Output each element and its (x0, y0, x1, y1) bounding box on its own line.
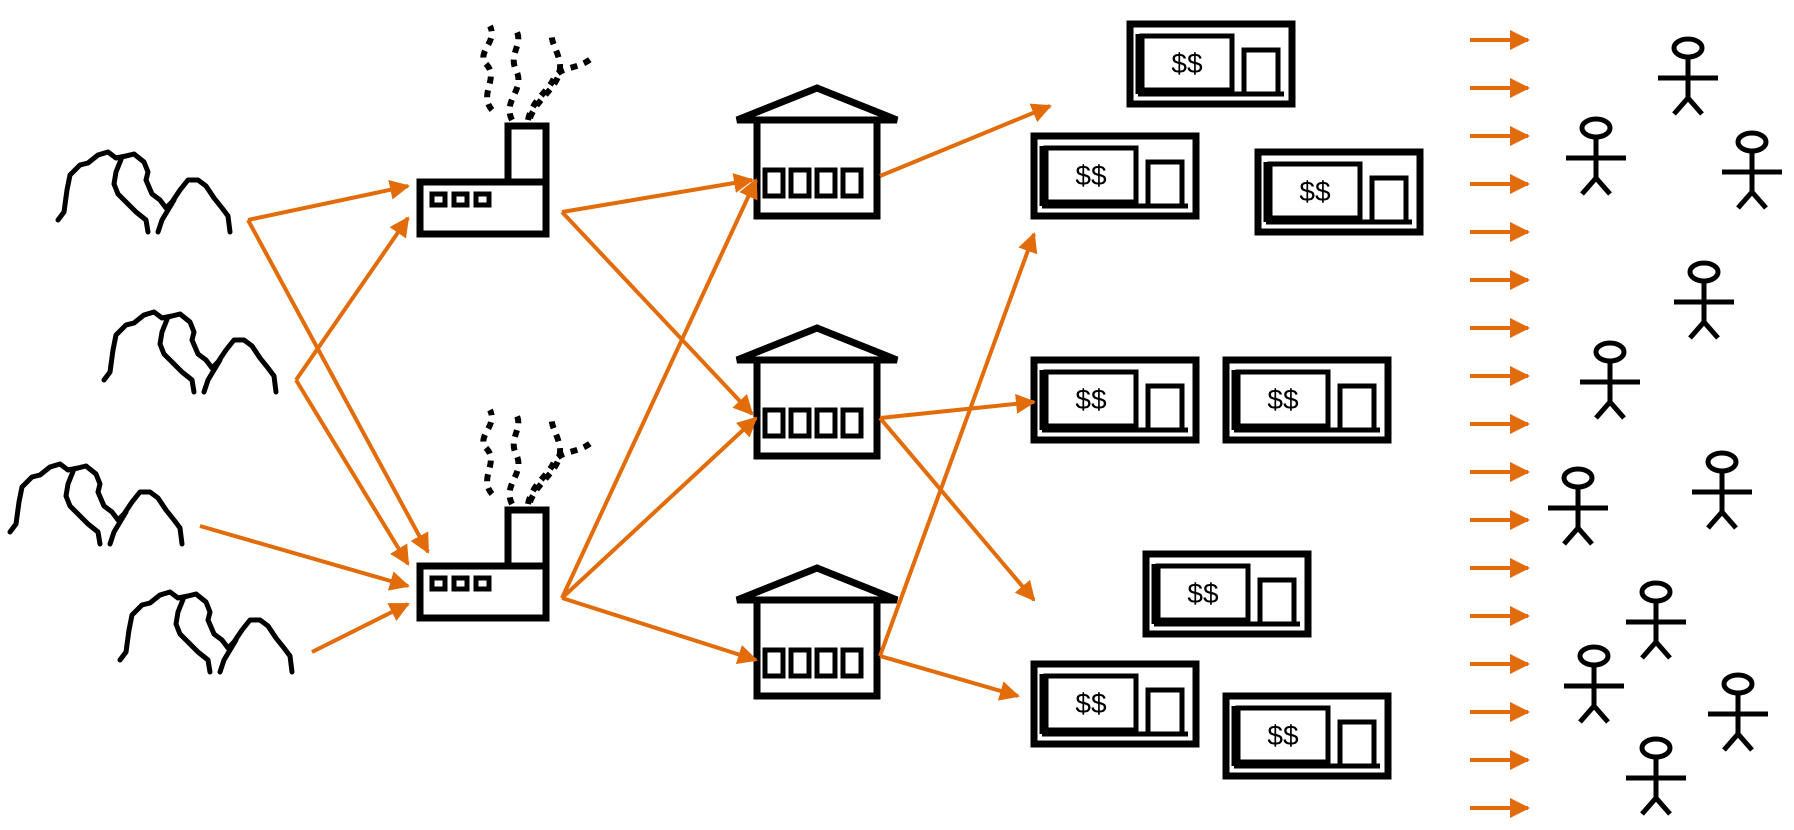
person-icon (1626, 739, 1686, 814)
person-icon (1548, 469, 1608, 544)
person-icon (1626, 583, 1686, 658)
flow-arrow (294, 378, 410, 566)
person-icon (1674, 263, 1734, 338)
factories (420, 26, 592, 618)
flow-arrow (311, 602, 410, 654)
store-price-label: $$ (1075, 384, 1107, 415)
factory-icon (420, 26, 592, 234)
warehouse-icon (737, 568, 897, 696)
mountain-icon (120, 592, 292, 672)
flow-arrow (879, 393, 1036, 420)
store-price-label: $$ (1299, 176, 1331, 207)
flow-arrow (560, 210, 754, 416)
flow-arrow (560, 178, 758, 599)
warehouses (737, 88, 897, 696)
flow-arrow (561, 596, 758, 665)
store-icon: $$ (1258, 152, 1420, 232)
demand-arrows (1470, 30, 1530, 818)
store-price-label: $$ (1267, 384, 1299, 415)
store-icon: $$ (1034, 360, 1196, 440)
supply-flows (199, 103, 1052, 701)
flow-arrow (560, 416, 758, 600)
flow-arrow (247, 179, 410, 222)
store-price-label: $$ (1171, 48, 1203, 79)
warehouse-icon (737, 328, 897, 456)
flow-arrow (878, 232, 1038, 657)
flow-arrow (878, 416, 1036, 602)
flow-arrow (246, 219, 430, 554)
store-icon: $$ (1034, 664, 1196, 744)
mountain-icon (10, 464, 182, 544)
person-icon (1566, 119, 1626, 194)
store-icon: $$ (1226, 360, 1388, 440)
store-price-label: $$ (1267, 720, 1299, 751)
person-icon (1658, 39, 1718, 114)
person-icon (1580, 343, 1640, 418)
warehouse-icon (737, 88, 897, 216)
store-icon: $$ (1146, 554, 1308, 634)
person-icon (1564, 647, 1624, 722)
retail-stores: $$ $$ $$ $$ $$ $$ $$ $$ (1034, 24, 1420, 776)
store-price-label: $$ (1187, 578, 1219, 609)
customers (1548, 39, 1782, 814)
store-price-label: $$ (1075, 688, 1107, 719)
person-icon (1692, 453, 1752, 528)
flow-arrow (199, 524, 410, 591)
person-icon (1708, 675, 1768, 750)
flow-arrow (561, 173, 754, 214)
store-price-label: $$ (1075, 160, 1107, 191)
store-icon: $$ (1226, 696, 1388, 776)
store-icon: $$ (1130, 24, 1292, 104)
store-icon: $$ (1034, 136, 1196, 216)
mountain-icon (58, 152, 230, 232)
raw-material-sources (10, 152, 292, 672)
flow-arrow (879, 654, 1020, 701)
person-icon (1722, 133, 1782, 208)
flow-arrow (294, 216, 410, 382)
mountain-icon (104, 312, 276, 392)
flow-arrow (879, 103, 1052, 178)
